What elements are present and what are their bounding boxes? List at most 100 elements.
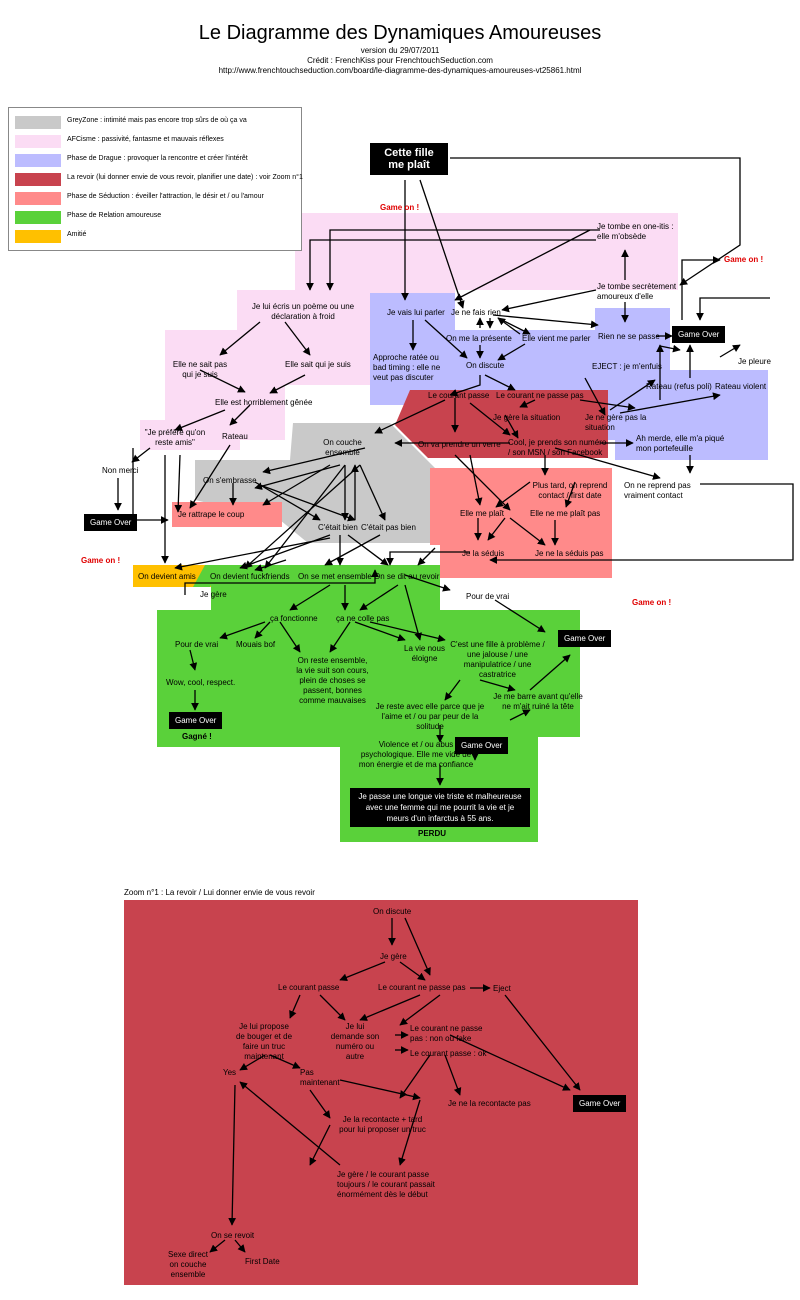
zoom-recontacte: Je la recontacte + tard pour lui propose… (339, 1115, 426, 1134)
reste-ensemble-node: On reste ensemble, la vie suit son cours… (296, 656, 369, 705)
zoom-demande: Je lui demande son numéro ou autre (330, 1022, 380, 1061)
main-arrows (114, 157, 794, 786)
game-over-box: Game Over (558, 630, 612, 647)
zoom-game-over-box: Game Over (573, 1095, 627, 1112)
zoom-non-fake: Le courant ne passe pas : non ou fake (410, 1024, 483, 1043)
game-over-box: Game Over (455, 737, 509, 754)
portefeuille-node: Ah merde, elle m'a piqué mon portefeuill… (636, 434, 725, 453)
diagram-title: Le Diagramme des Dynamiques Amoureuses (198, 22, 602, 44)
zoom-courant-ne-passe: Le courant ne passe pas (378, 983, 466, 992)
pour-de-vrai-right-node: Pour de vrai (466, 592, 510, 601)
zoom-pas-maintenant: Pas maintenant (300, 1068, 340, 1087)
eject-node: EJECT : je m'enfuis (592, 362, 662, 371)
zoom-ok: Le courant passe : ok (410, 1049, 487, 1058)
poeme-node: Je lui écris un poème ou une déclaration… (251, 302, 355, 321)
reste-avec-node: Je reste avec elle parce que je l'aime e… (375, 702, 485, 731)
zoom-on-discute: On discute (373, 907, 412, 916)
game-on-label: Game on ! (724, 255, 764, 264)
zoom-first-date: First Date (245, 1257, 280, 1266)
violence-node: Violence et / ou abus psychologique. Ell… (358, 740, 474, 769)
zoom-arrows (209, 917, 581, 1253)
zoom-yes: Yes (223, 1068, 237, 1077)
je-gere-situation-node: Je gère la situation (493, 413, 561, 422)
prefere-amis-node: "Je préfère qu'on reste amis" (144, 428, 206, 447)
one-itis-node: Je tombe en one-itis : elle m'obsède (597, 222, 674, 241)
legend-label: Phase de Séduction : éveiller l'attracti… (67, 193, 264, 200)
zone-seduction-right (430, 468, 612, 578)
courant-ne-passe-node: Le courant ne passe pas (496, 391, 584, 400)
start-node: Cette fille me plaît (370, 143, 448, 175)
zoom-je-gere: Je gère (380, 952, 407, 961)
rattrape-node: Je rattrape le coup (178, 510, 245, 519)
rateau-poli-node: Rateau (refus poli) (646, 382, 712, 391)
vie-eloigne-node: La vie nous éloigne (404, 644, 445, 663)
secret-love-node: Je tombe secrètement amoureux d'elle (597, 282, 677, 301)
triste-box: Je passe une longue vie triste et malheu… (350, 788, 530, 827)
fais-rien-node: Je ne fais rien (451, 308, 501, 317)
zoom-propose: Je lui propose de bouger et de faire un … (235, 1022, 293, 1061)
verre-node: On va prendre un verre (418, 440, 501, 449)
legend-label: AFCisme : passivité, fantasme et mauvais… (67, 136, 224, 143)
met-ensemble-node: On se met ensemble (298, 572, 372, 581)
genee-node: Elle est horriblement gênée (215, 398, 313, 407)
zoom-se-revoit: On se revoit (211, 1231, 255, 1240)
legend-label: Amitié (67, 231, 87, 238)
barre-node: Je me barre avant qu'elle ne m'ait ruiné… (493, 692, 583, 711)
elle-ne-plait-node: Elle ne me plaît pas (530, 509, 601, 518)
credit-text: Crédit : FrenchKiss pour FrenchtouchSedu… (307, 56, 493, 65)
legend-swatch (15, 135, 61, 148)
legend-swatch (15, 192, 61, 205)
zone-revoir (395, 390, 608, 458)
legend-swatch (15, 173, 61, 186)
rateau-node: Rateau (222, 432, 248, 441)
legend-label: GreyZone : intimité mais pas encore trop… (67, 117, 247, 124)
ne-gere-pas-node: Je ne gère pas la situation (585, 413, 647, 432)
je-pleure-node: Je pleure (738, 357, 771, 366)
game-over-box: Game Over (169, 712, 223, 729)
zone-seduction-left (172, 502, 282, 527)
rien-passe-node: Rien ne se passe (598, 332, 660, 341)
fonctionne-node: ça fonctionne (270, 614, 318, 623)
game-on-label: Game on ! (81, 556, 121, 565)
amis-node: On devient amis (138, 572, 196, 581)
sembrasse-node: On s'embrasse (203, 476, 257, 485)
zoom-title: Zoom n°1 : La revoir / Lui donner envie … (124, 888, 315, 897)
rateau-violent-node: Rateau violent (715, 382, 767, 391)
legend-swatch (15, 154, 61, 167)
wow-node: Wow, cool, respect. (166, 678, 236, 687)
zoom-ne-recontacte: Je ne la recontacte pas (448, 1099, 531, 1108)
zone-relation (157, 565, 580, 842)
zoom-eject: Eject (493, 984, 511, 993)
fuckfriends-node: On devient fuckfriends (210, 572, 290, 581)
mouais-node: Mouais bof (236, 640, 276, 649)
seduis-pas-node: Je ne la séduis pas (535, 549, 604, 558)
plus-tard-node: Plus tard, on reprend contact / first da… (532, 481, 608, 500)
gagne-label: Gagné ! (182, 732, 212, 741)
vient-parler-node: Elle vient me parler (522, 334, 591, 343)
legend-swatch (15, 230, 61, 243)
zoom-courant-passe: Le courant passe (278, 983, 340, 992)
numero-node: Cool, je prends son numéro / son MSN / s… (508, 438, 607, 457)
fille-probleme-node: C'est une fille à problème / une jalouse… (450, 640, 545, 679)
game-over-box: Game Over (84, 514, 138, 531)
legend-label: Phase de Relation amoureuse (67, 212, 162, 219)
etait-bien-node: C'était bien (318, 523, 358, 532)
legend: GreyZone : intimité mais pas encore trop… (8, 107, 303, 251)
pour-de-vrai-left-node: Pour de vrai (175, 640, 219, 649)
perdu-label: PERDU (418, 829, 447, 838)
dit-revoir-node: On se dit au revoir (374, 572, 440, 581)
presente-node: On me la présente (446, 334, 512, 343)
legend-label: Phase de Drague : provoquer la rencontre… (67, 155, 248, 162)
version-text: version du 29/07/2011 (360, 46, 440, 55)
courant-passe-node: Le courant passe (428, 391, 490, 400)
vais-parler-node: Je vais lui parler (387, 308, 445, 317)
source-url: http://www.frenchtouchseduction.com/boar… (218, 66, 582, 75)
legend-swatch (15, 211, 61, 224)
ne-reprend-node: On ne reprend pas vraiment contact (624, 481, 691, 500)
zone-amitie (133, 565, 211, 587)
game-over-box: Game Over (672, 326, 726, 343)
game-on-label: Game on ! (632, 598, 672, 607)
zoom-je-gere-toujours: Je gère / le courant passe toujours / le… (337, 1170, 435, 1199)
colle-pas-node: ça ne colle pas (336, 614, 390, 623)
